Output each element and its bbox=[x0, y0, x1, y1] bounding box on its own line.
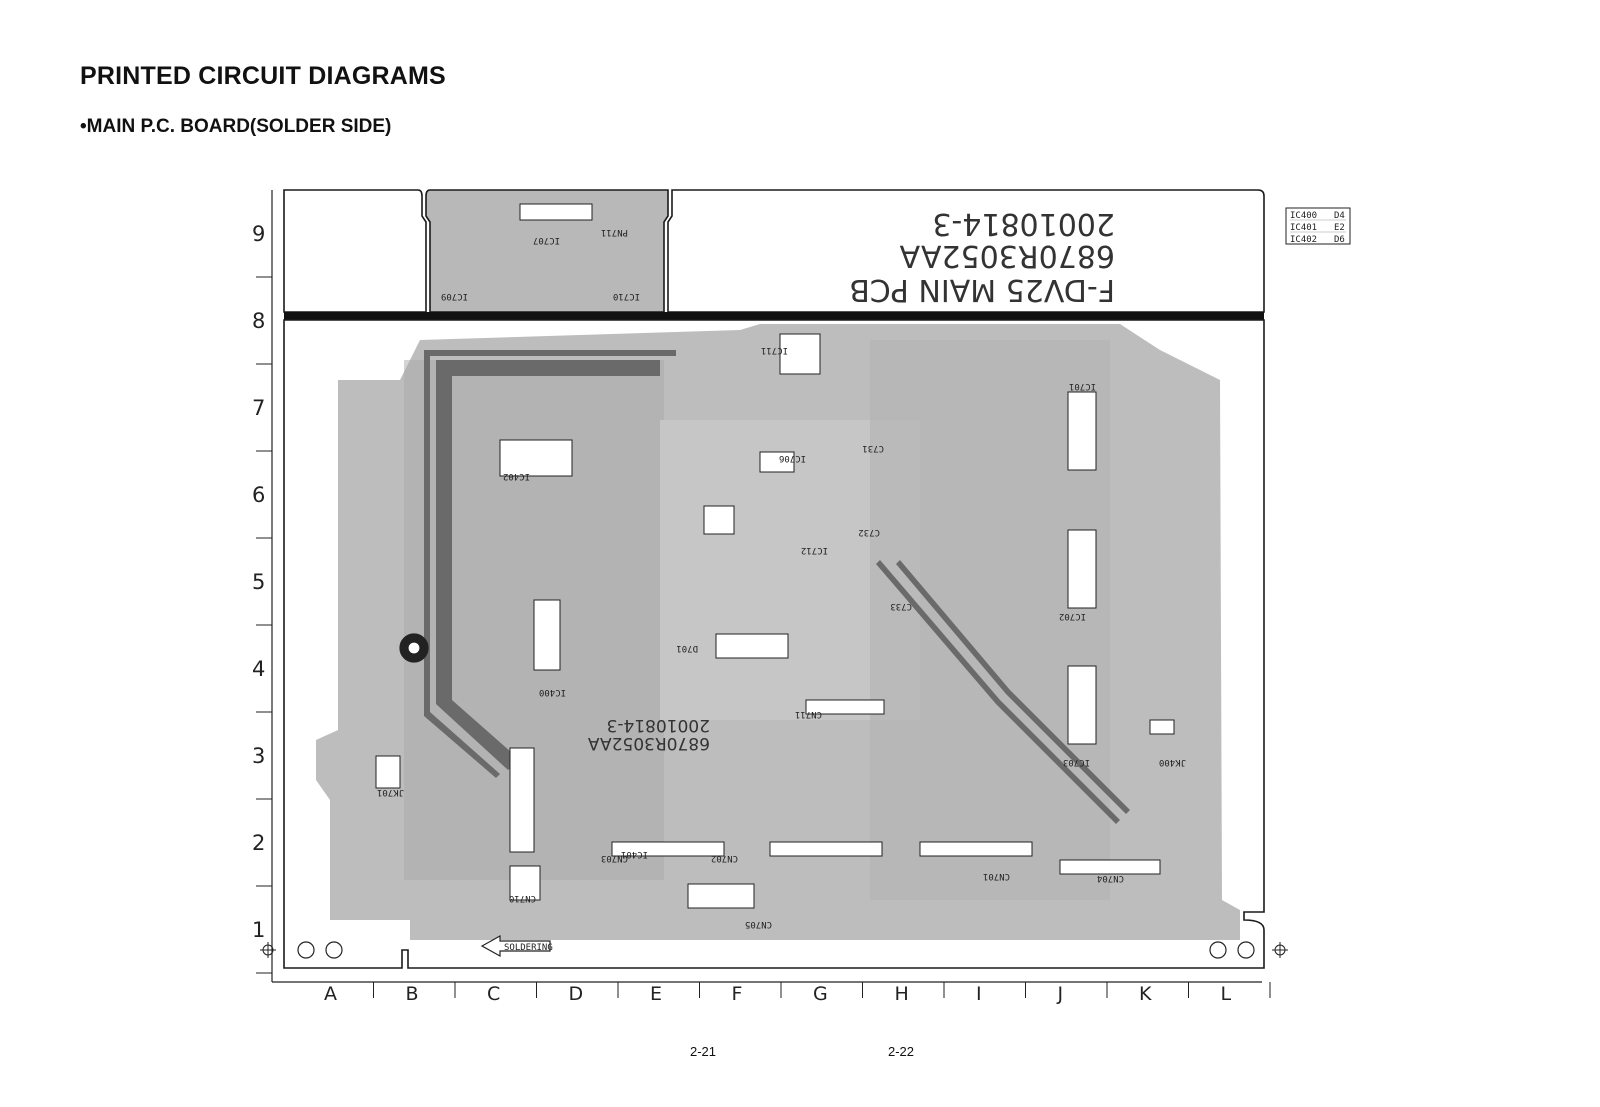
jk701-footprint bbox=[375, 755, 401, 789]
grid-row-label: 2 bbox=[252, 831, 265, 855]
grid-row-label: 9 bbox=[252, 222, 265, 246]
page-subtitle: •MAIN P.C. BOARD(SOLDER SIDE) bbox=[80, 116, 392, 137]
cn705-footprint bbox=[687, 883, 755, 909]
component-label: CN703 bbox=[601, 853, 628, 863]
component-label: C733 bbox=[890, 601, 912, 611]
ic702-footprint bbox=[1067, 529, 1097, 609]
grid-column-label: E bbox=[650, 983, 662, 1005]
board-marking-small: 6870R3052AA 20010814-3 bbox=[588, 715, 710, 753]
component-label: IC710 bbox=[613, 291, 640, 301]
grid-column-label: B bbox=[406, 983, 419, 1005]
component-label: CN711 bbox=[795, 709, 822, 719]
board-marking-line2: 6870R3052AA bbox=[899, 238, 1115, 273]
grid-column-label: D bbox=[569, 983, 584, 1005]
grid-column-label: H bbox=[895, 983, 909, 1005]
ic-footprints bbox=[375, 203, 1175, 909]
component-label: IC706 bbox=[779, 453, 806, 463]
component-label: IC711 bbox=[761, 345, 788, 355]
component-label: C731 bbox=[862, 443, 884, 453]
component-label: IC401 bbox=[621, 849, 648, 859]
cn710-footprint bbox=[509, 865, 541, 901]
mounting-holes bbox=[297, 633, 1255, 959]
ic401-pins bbox=[509, 747, 535, 853]
component-label: CN704 bbox=[1097, 873, 1124, 883]
component-label: JK400 bbox=[1159, 757, 1186, 767]
grid-column-label: C bbox=[487, 983, 500, 1005]
legend-ref: IC402 bbox=[1290, 235, 1317, 245]
grid-column-label: I bbox=[976, 983, 982, 1005]
legend-ref: IC400 bbox=[1290, 211, 1317, 221]
grid-column-label: G bbox=[813, 983, 828, 1005]
soldering-label: SOLDERING bbox=[504, 943, 553, 953]
component-label: JK701 bbox=[377, 787, 404, 797]
legend-loc: D6 bbox=[1334, 235, 1345, 245]
component-label: CN705 bbox=[745, 919, 772, 929]
grid-row-label: 7 bbox=[252, 396, 265, 420]
grid-column-label: J bbox=[1057, 983, 1064, 1005]
grid-column-label: L bbox=[1221, 983, 1232, 1005]
grid-row-label: 4 bbox=[252, 657, 265, 681]
board-marking-small-2: 20010814-3 bbox=[607, 715, 710, 735]
component-label: CN701 bbox=[983, 871, 1010, 881]
grid-row-label: 1 bbox=[252, 918, 265, 942]
ic703-footprint bbox=[1067, 665, 1097, 745]
grid-row-label: 3 bbox=[252, 744, 265, 768]
d701-footprint bbox=[715, 633, 789, 659]
fiducial-marks bbox=[260, 942, 1288, 958]
ic706-footprint bbox=[759, 451, 795, 473]
copper-area bbox=[316, 324, 1240, 940]
pn711-footprint bbox=[519, 203, 593, 221]
grid-row-label: 8 bbox=[252, 309, 265, 333]
grid-row-label: 6 bbox=[252, 483, 265, 507]
ic402-footprint bbox=[499, 439, 573, 477]
ic712-footprint bbox=[1149, 719, 1175, 735]
ic705-footprint bbox=[703, 505, 735, 535]
ic711-footprint bbox=[779, 333, 821, 375]
component-label: CN702 bbox=[711, 853, 738, 863]
component-label: D701 bbox=[676, 643, 698, 653]
board-marking-small-1: 6870R3052AA bbox=[588, 733, 710, 753]
component-label: IC702 bbox=[1059, 611, 1086, 621]
cn703-footprint bbox=[611, 841, 725, 857]
soldering-arrow: SOLDERING bbox=[480, 934, 553, 958]
grid-column-ticks: A B C D E F G H I J K L bbox=[324, 982, 1271, 1005]
component-label: IC703 bbox=[1063, 757, 1090, 767]
grid-column-label: F bbox=[732, 983, 743, 1005]
component-label: CN710 bbox=[509, 893, 536, 903]
component-label: C732 bbox=[858, 527, 880, 537]
legend-loc: E2 bbox=[1334, 223, 1345, 233]
component-label: IC402 bbox=[503, 471, 530, 481]
grid-column-label: A bbox=[324, 983, 337, 1005]
cn702-footprint bbox=[769, 841, 883, 857]
legend-loc: D4 bbox=[1334, 211, 1345, 221]
component-label: IC712 bbox=[801, 545, 828, 555]
page-title: PRINTED CIRCUIT DIAGRAMS bbox=[80, 62, 446, 90]
component-label: IC701 bbox=[1069, 381, 1096, 391]
page-number-left: 2-21 bbox=[690, 1044, 717, 1059]
ic701-footprint bbox=[1067, 391, 1097, 471]
legend-ref: IC401 bbox=[1290, 223, 1317, 233]
component-label: IC400 bbox=[539, 687, 566, 697]
board-marking-line1: F-DV25 MAIN PCB bbox=[849, 272, 1115, 307]
page-number-right: 2-22 bbox=[888, 1044, 915, 1059]
ic-location-legend: IC400 D4 IC401 E2 IC402 D6 bbox=[1285, 207, 1351, 245]
board-marking-line3: 20010814-3 bbox=[932, 206, 1115, 241]
grid-column-label: K bbox=[1139, 983, 1152, 1005]
component-label: IC707 bbox=[533, 235, 560, 245]
component-label: IC709 bbox=[441, 291, 468, 301]
component-label: PN711 bbox=[601, 227, 628, 237]
grid-row-label: 5 bbox=[252, 570, 265, 594]
cn701-footprint bbox=[919, 841, 1033, 857]
cn711-footprint bbox=[805, 699, 885, 715]
cn704-footprint bbox=[1059, 859, 1161, 875]
ic400-footprint bbox=[533, 599, 561, 671]
board-marking: F-DV25 MAIN PCB 6870R3052AA 20010814-3 bbox=[849, 206, 1115, 307]
grid-row-ticks: 9 8 7 6 5 4 3 2 1 bbox=[252, 222, 272, 974]
